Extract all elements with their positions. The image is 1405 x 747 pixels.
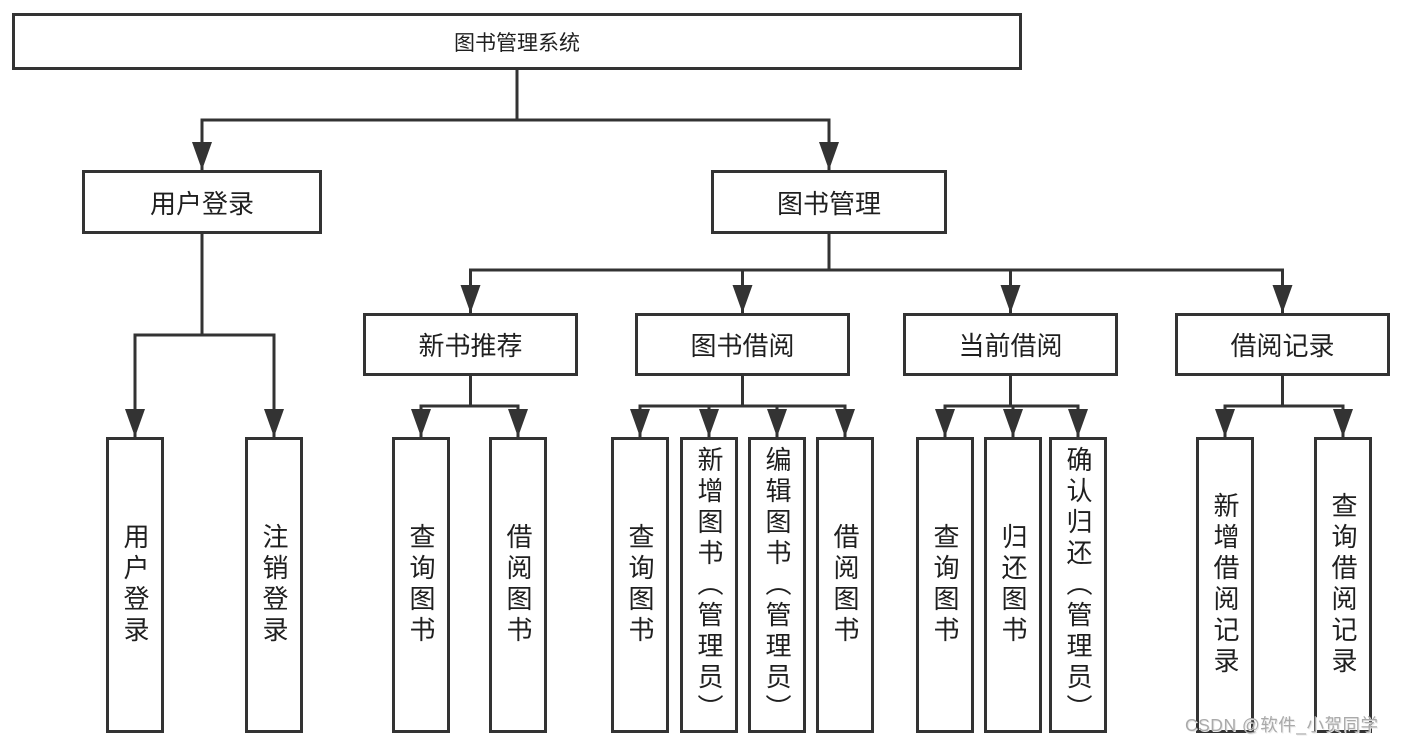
node-root-system: 图书管理系统: [12, 13, 1022, 70]
node-label: 注销登录: [259, 523, 289, 647]
node-confirm-return-admin: 确认归还（管理员）: [1049, 437, 1107, 733]
node-user-login-branch: 用户登录: [82, 170, 322, 234]
node-label: 新增图书（管理员）: [694, 445, 724, 725]
node-add-borrow-record: 新增借阅记录: [1196, 437, 1254, 733]
node-label: 图书管理: [776, 188, 881, 219]
node-borrow-record: 借阅记录: [1175, 313, 1390, 376]
node-label: 借阅图书: [830, 523, 860, 647]
csdn-watermark: CSDN @软件_小贺同学: [1185, 715, 1379, 735]
node-label: 借阅图书: [503, 523, 533, 647]
node-label: 查询图书: [625, 523, 655, 647]
node-recommend-query-books: 查询图书: [392, 437, 450, 733]
node-add-book-admin: 新增图书（管理员）: [680, 437, 738, 733]
node-root-label: 图书管理系统: [454, 31, 580, 55]
node-label: 查询借阅记录: [1328, 492, 1358, 678]
node-label: 查询图书: [406, 523, 436, 647]
node-edit-book-admin: 编辑图书（管理员）: [748, 437, 806, 733]
node-label: 查询图书: [930, 523, 960, 647]
node-borrow-books: 借阅图书: [816, 437, 874, 733]
node-label: 归还图书: [998, 523, 1028, 647]
node-new-book-recommend: 新书推荐: [363, 313, 578, 376]
node-label: 用户登录: [120, 523, 150, 647]
node-current-query-books: 查询图书: [916, 437, 974, 733]
node-label: 编辑图书（管理员）: [762, 445, 792, 725]
node-label: 当前借阅: [958, 331, 1063, 361]
node-label: 图书借阅: [690, 331, 795, 361]
node-logout: 注销登录: [245, 437, 303, 733]
node-borrow-query-books: 查询图书: [611, 437, 669, 733]
node-book-management-branch: 图书管理: [711, 170, 947, 234]
node-return-books: 归还图书: [984, 437, 1042, 733]
node-current-borrow: 当前借阅: [903, 313, 1118, 376]
node-query-borrow-record: 查询借阅记录: [1314, 437, 1372, 733]
node-user-login: 用户登录: [106, 437, 164, 733]
node-recommend-borrow-books: 借阅图书: [489, 437, 547, 733]
node-label: 借阅记录: [1230, 331, 1335, 361]
node-label: 新书推荐: [418, 331, 523, 361]
node-label: 确认归还（管理员）: [1063, 445, 1093, 725]
node-book-borrow: 图书借阅: [635, 313, 850, 376]
node-label: 用户登录: [149, 188, 254, 219]
node-label: 新增借阅记录: [1210, 492, 1240, 678]
